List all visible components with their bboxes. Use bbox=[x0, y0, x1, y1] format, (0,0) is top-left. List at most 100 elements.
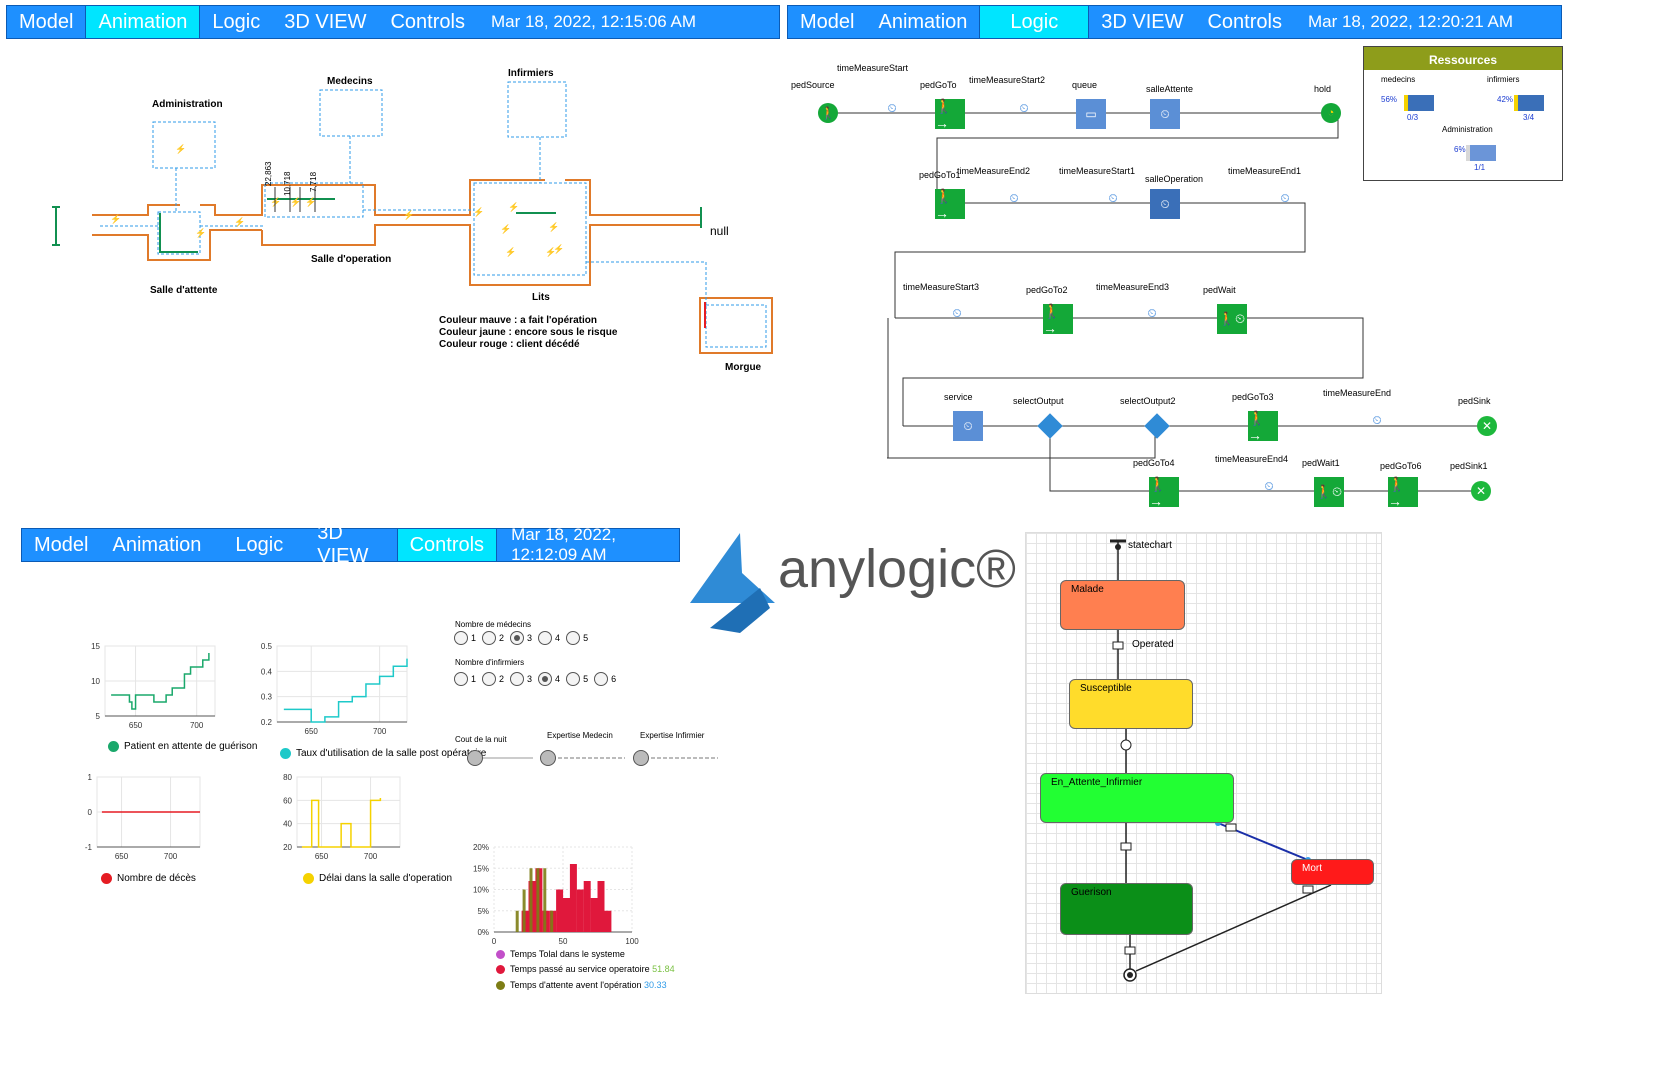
slider-knob[interactable] bbox=[540, 750, 556, 766]
radio-circle[interactable] bbox=[510, 672, 525, 686]
legend-dot-red bbox=[101, 873, 112, 884]
res-infirmiers-icon[interactable] bbox=[1514, 95, 1544, 111]
slider-expertise-medecin[interactable] bbox=[540, 750, 625, 766]
menu-logic[interactable]: Logic bbox=[235, 533, 284, 556]
svg-text:⚡: ⚡ bbox=[548, 221, 559, 233]
color-legend-3: Couleur rouge : client décédé bbox=[439, 339, 580, 350]
logic-pane: Model Animation Logic 3D VIEW Controls M… bbox=[785, 0, 1676, 510]
menu-animation[interactable]: Animation bbox=[112, 533, 202, 556]
block-timeMeasureStart1[interactable]: ⏲ bbox=[1108, 190, 1118, 205]
radio-circle[interactable] bbox=[482, 631, 497, 645]
radio-circle[interactable] bbox=[594, 672, 609, 686]
legend-deces-text: Nombre de décès bbox=[117, 873, 196, 884]
hist-legend-service: Temps passé au service operatoire 51.84 bbox=[496, 964, 675, 974]
radio-circle[interactable] bbox=[454, 631, 468, 645]
block-pedGoTo4[interactable]: 🚶→ bbox=[1149, 476, 1179, 509]
radio-circle[interactable] bbox=[482, 672, 497, 686]
statechart-pane: statechart Malade Operated Susceptible E… bbox=[1025, 532, 1382, 994]
nb-infirmiers-option-3[interactable]: 3 bbox=[510, 672, 532, 686]
nb-infirmiers-option-6[interactable]: 6 bbox=[594, 672, 616, 686]
block-pedWait[interactable]: 🚶⏲ bbox=[1217, 304, 1247, 334]
block-hold[interactable]: ◔ bbox=[1321, 103, 1341, 123]
room-administration: Administration bbox=[152, 99, 223, 110]
slider-cout-de-la-nuit[interactable] bbox=[467, 750, 533, 766]
block-pedGoTo6[interactable]: 🚶→ bbox=[1388, 476, 1418, 509]
menu-animation[interactable]: Animation bbox=[878, 10, 968, 33]
nb-medecins-option-3[interactable]: 3 bbox=[510, 631, 532, 645]
radio-circle[interactable] bbox=[454, 672, 468, 686]
block-pedGoTo1[interactable]: 🚶→ bbox=[935, 188, 965, 221]
block-timeMeasureEnd1[interactable]: ⏲ bbox=[1280, 190, 1290, 205]
state-susceptible[interactable]: Susceptible bbox=[1069, 679, 1193, 729]
nb-medecins-option-4[interactable]: 4 bbox=[538, 631, 560, 645]
nb-medecins-option-2[interactable]: 2 bbox=[482, 631, 504, 645]
block-timeMeasureEnd4[interactable]: ⏲ bbox=[1264, 478, 1274, 493]
radio-circle[interactable] bbox=[566, 672, 581, 686]
state-mort[interactable]: Mort bbox=[1291, 859, 1374, 885]
radio-circle[interactable] bbox=[538, 672, 553, 686]
radio-circle[interactable] bbox=[538, 631, 553, 645]
chart-4-series-line bbox=[301, 798, 382, 848]
block-pedGoTo3[interactable]: 🚶→ bbox=[1248, 410, 1278, 443]
chart-2-plot-area bbox=[276, 645, 408, 723]
res-medecins-pct: 56% bbox=[1381, 95, 1398, 104]
state-guerison[interactable]: Guerison bbox=[1060, 883, 1193, 935]
ressources-panel: Ressources medecins 56% 0/3 infirmiers 4… bbox=[1363, 46, 1563, 181]
nb-infirmiers-option-4[interactable]: 4 bbox=[538, 672, 560, 686]
block-salleAttente[interactable]: ⏲ bbox=[1150, 99, 1180, 129]
menu-logic[interactable]: Logic bbox=[212, 10, 261, 33]
menu-controls[interactable]: Controls bbox=[1207, 10, 1282, 33]
hist-ytick: 5% bbox=[477, 907, 489, 916]
res-medecins-icon[interactable] bbox=[1404, 95, 1434, 111]
lbl-timeMeasureStart3: timeMeasureStart3 bbox=[903, 282, 980, 292]
slider-knob[interactable] bbox=[633, 750, 649, 766]
block-timeMeasureStart3[interactable]: ⏲ bbox=[952, 305, 962, 320]
menu-3d-view[interactable]: 3D VIEW bbox=[1101, 10, 1184, 33]
menu-model[interactable]: Model bbox=[19, 10, 74, 33]
nb-infirmiers-option-5[interactable]: 5 bbox=[566, 672, 588, 686]
hist-bar-service bbox=[590, 898, 598, 932]
chart-1-ytick: 5 bbox=[96, 712, 101, 721]
menu-model[interactable]: Model bbox=[800, 10, 855, 33]
slider-medecin-label: Expertise Medecin bbox=[547, 731, 613, 740]
menu-animation[interactable]: Animation bbox=[85, 6, 201, 38]
nb-infirmiers-option-1[interactable]: 1 bbox=[454, 672, 476, 686]
slider-expertise-infirmier[interactable] bbox=[633, 750, 718, 766]
res-administration-icon[interactable] bbox=[1466, 145, 1496, 161]
menu-controls[interactable]: Controls bbox=[396, 529, 498, 561]
menu-logic[interactable]: Logic bbox=[979, 6, 1090, 38]
block-service[interactable]: ⏲ bbox=[953, 411, 983, 441]
menu-3d-view[interactable]: 3D VIEW bbox=[284, 10, 367, 33]
hist-legend-total-text: Temps Tolal dans le systeme bbox=[510, 949, 625, 959]
block-pedSource[interactable]: 🚶 bbox=[818, 103, 838, 123]
block-pedSink1[interactable]: ✕ bbox=[1471, 481, 1491, 501]
block-pedGoTo[interactable]: 🚶→ bbox=[935, 98, 965, 131]
lbl-pedSink: pedSink bbox=[1458, 396, 1491, 406]
radio-circle[interactable] bbox=[510, 631, 525, 645]
state-en-attente-infirmier[interactable]: En_Attente_Infirmier bbox=[1040, 773, 1234, 823]
block-salleOperation[interactable]: ⏲ bbox=[1150, 189, 1180, 219]
radio-circle[interactable] bbox=[566, 631, 581, 645]
block-timeMeasureStart[interactable]: ⏲ bbox=[887, 100, 897, 115]
block-timeMeasureStart2[interactable]: ⏲ bbox=[1019, 100, 1029, 115]
chart-1-ytick: 15 bbox=[91, 642, 100, 651]
logic-menubar: Model Animation Logic 3D VIEW Controls M… bbox=[787, 5, 1562, 39]
slider-knob[interactable] bbox=[467, 750, 483, 766]
block-pedSink[interactable]: ✕ bbox=[1477, 416, 1497, 436]
nb-medecins-option-1[interactable]: 1 bbox=[454, 631, 476, 645]
radio-label: 3 bbox=[527, 674, 533, 684]
block-timeMeasureEnd[interactable]: ⏲ bbox=[1372, 412, 1382, 427]
legend-taux-text: Taux d'utilisation de la salle post opér… bbox=[296, 748, 487, 759]
nb-medecins-option-5[interactable]: 5 bbox=[566, 631, 588, 645]
menu-controls[interactable]: Controls bbox=[390, 10, 465, 33]
block-timeMeasureEnd2[interactable]: ⏲ bbox=[1009, 190, 1019, 205]
radio-label: 2 bbox=[499, 633, 505, 643]
block-timeMeasureEnd3[interactable]: ⏲ bbox=[1147, 305, 1157, 320]
nb-infirmiers-option-2[interactable]: 2 bbox=[482, 672, 504, 686]
block-pedWait1[interactable]: 🚶⏲ bbox=[1314, 477, 1344, 507]
menu-model[interactable]: Model bbox=[34, 533, 89, 556]
bar-label-1: 22,863 bbox=[264, 161, 273, 186]
block-pedGoTo2[interactable]: 🚶→ bbox=[1043, 303, 1073, 336]
state-malade[interactable]: Malade bbox=[1060, 580, 1185, 630]
block-queue[interactable]: ▭ bbox=[1076, 99, 1106, 129]
